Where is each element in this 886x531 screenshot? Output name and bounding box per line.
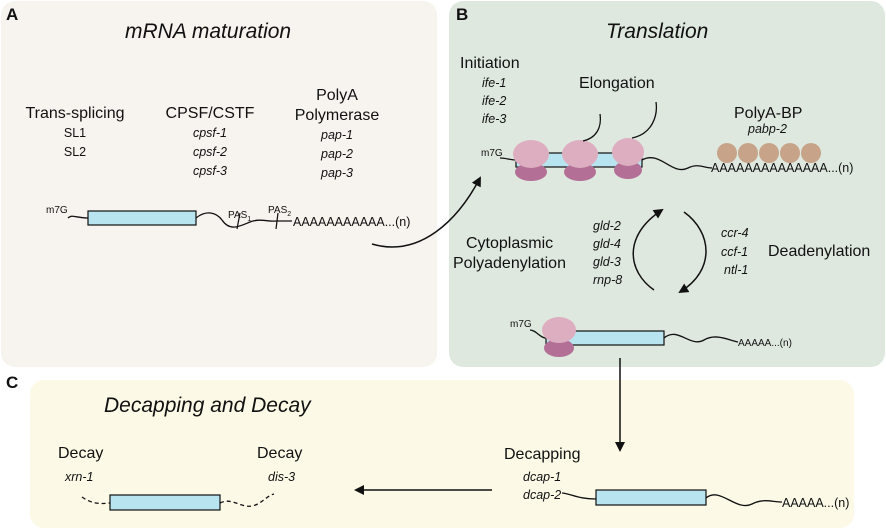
translating-5-utr: [499, 157, 517, 161]
decapped-polya-tail: AAAAA...(n): [782, 496, 849, 510]
pabp-proteins: [717, 143, 821, 163]
m7g-cap-label-top: m7G: [481, 148, 503, 159]
decaying-coding-region: [109, 494, 221, 511]
decaying-5-end: [81, 496, 111, 505]
ribosome-small-subunit: [614, 161, 642, 179]
panel-c-letter: C: [6, 373, 18, 392]
polyadenylation-arrow: [632, 208, 664, 291]
cpsf-heading: CPSF/CSTF: [166, 105, 255, 122]
deadenylated-3-utr: [663, 333, 739, 343]
pas2-label: PAS2: [268, 205, 291, 218]
decay-right-heading: Decay: [257, 445, 302, 462]
xrn-1-gene: xrn-1: [64, 470, 93, 484]
ribosome-large-subunit: [542, 317, 576, 343]
panel-b-title: Translation: [606, 20, 708, 43]
cpsf-3-gene: cpsf-3: [193, 164, 227, 178]
sl1-label: SL1: [64, 126, 86, 140]
ife-1-gene: ife-1: [482, 76, 506, 90]
cytoplasmic-heading-line1: Cytoplasmic: [466, 235, 553, 252]
deadenylated-5-utr: [529, 329, 547, 339]
short-polya-tail: AAAAA...(n): [738, 338, 792, 349]
decapped-coding-region: [595, 489, 707, 506]
pap-2-gene: pap-2: [320, 147, 353, 161]
dcap-1-gene: dcap-1: [523, 470, 561, 484]
gld-2-gene: gld-2: [593, 219, 621, 233]
rnp-8-gene: rnp-8: [593, 273, 622, 287]
cpsf-2-gene: cpsf-2: [193, 145, 227, 159]
coding-region: [87, 210, 197, 226]
cpsf-1-gene: cpsf-1: [193, 126, 227, 140]
ntl-1-gene: ntl-1: [724, 263, 748, 277]
trans-splicing-heading: Trans-splicing: [26, 105, 125, 122]
panel-a-title: mRNA maturation: [125, 20, 291, 43]
arrow-maturation-to-translation: [371, 176, 481, 248]
pabp-protein: [801, 143, 821, 163]
ribosome-2: [562, 140, 598, 181]
ife-2-gene: ife-2: [482, 94, 506, 108]
decapping-heading: Decapping: [504, 446, 581, 463]
ribosome-large-subunit: [513, 140, 549, 168]
m7g-cap-label-bottom: m7G: [510, 319, 532, 330]
polya-tail-top: AAAAAAAAAAAAAA...(n): [711, 161, 853, 175]
pas1-tick: [236, 212, 241, 230]
decapped-3-utr: [705, 494, 783, 507]
gld-4-gene: gld-4: [593, 237, 621, 251]
panel-a-mrna: m7G PAS1 PAS2 AAAAAAAAAAA...(n): [46, 205, 410, 230]
decapped-mrna: AAAAA...(n): [561, 489, 849, 510]
panel-a-letter: A: [6, 5, 18, 24]
decay-left-heading: Decay: [58, 445, 103, 462]
deadenylation-heading: Deadenylation: [768, 243, 870, 260]
five-prime-utr: [67, 215, 89, 219]
pabp-protein: [759, 143, 779, 163]
deadenylated-mrna: m7G AAAAA...(n): [510, 317, 792, 357]
polya-heading-line2: Polymerase: [295, 107, 380, 124]
pabp-2-gene: pabp-2: [747, 122, 787, 136]
m7g-cap-label: m7G: [46, 205, 68, 216]
pap-3-gene: pap-3: [320, 166, 353, 180]
panel-b-background: [449, 1, 885, 367]
translating-mrna: m7G AAAAAAAAAAAAAA...(n): [481, 101, 853, 181]
ccr-4-gene: ccr-4: [721, 226, 749, 240]
cytoplasmic-heading-line2: Polyadenylation: [453, 255, 566, 272]
ccf-1-gene: ccf-1: [721, 245, 748, 259]
ribosome-large-subunit: [562, 140, 598, 168]
ribosome-small-subunit: [544, 339, 574, 357]
polya-tail: AAAAAAAAAAA...(n): [293, 215, 410, 229]
dcap-2-gene: dcap-2: [523, 488, 561, 502]
decaying-mrna: [81, 493, 275, 511]
panel-b-letter: B: [456, 5, 468, 24]
translating-3-utr: [641, 157, 713, 171]
pas2-tick: [275, 212, 279, 230]
ribosome-3: [612, 138, 644, 179]
nascent-peptide-1: [582, 113, 602, 142]
gld-3-gene: gld-3: [593, 255, 621, 269]
pap-1-gene: pap-1: [320, 128, 353, 142]
panel-c-title: Decapping and Decay: [104, 394, 312, 417]
pabp-protein: [780, 143, 800, 163]
decapped-5-end: [561, 492, 597, 500]
polya-bp-heading: PolyA-BP: [734, 105, 802, 122]
polya-heading-line1: PolyA: [316, 87, 358, 104]
ribosome-small-subunit: [564, 163, 596, 181]
ribosome-small-subunit: [515, 163, 547, 181]
nascent-peptide-2: [631, 101, 658, 139]
sl2-label: SL2: [64, 145, 86, 159]
deadenylation-arrow: [678, 211, 707, 294]
pabp-protein: [738, 143, 758, 163]
ife-3-gene: ife-3: [482, 112, 506, 126]
ribosome-1: [513, 140, 549, 181]
dis-3-gene: dis-3: [268, 470, 295, 484]
initiation-heading: Initiation: [460, 55, 520, 72]
panel-a-background: [1, 1, 437, 367]
elongation-heading: Elongation: [579, 75, 655, 92]
pas1-label: PAS1: [228, 210, 251, 223]
pabp-protein: [717, 143, 737, 163]
decaying-3-end: [219, 493, 275, 507]
ribosome-large-subunit: [612, 138, 644, 166]
